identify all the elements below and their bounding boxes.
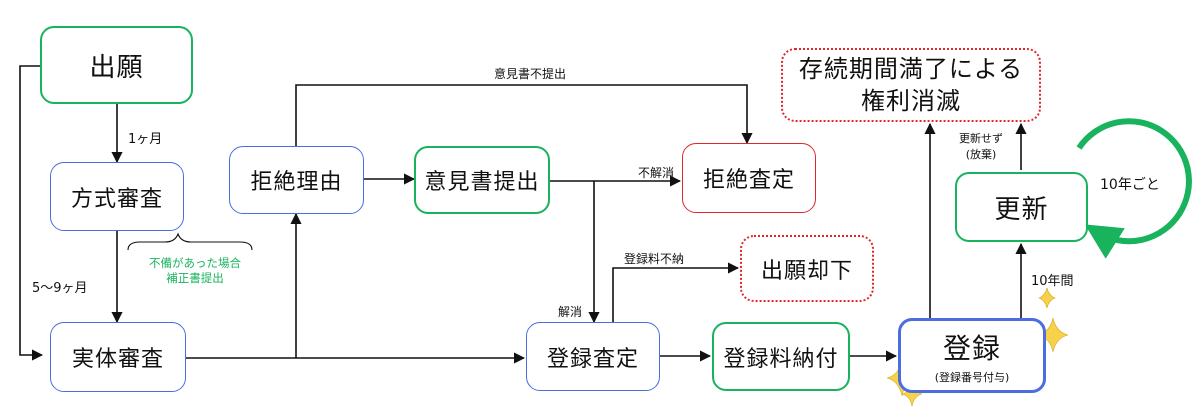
toroku-label: 登録 (942, 331, 1001, 365)
node-jittai-shinsa: 実体審査 (50, 322, 186, 392)
shometsu-line2: 権利消滅 (861, 87, 961, 115)
toroku-sublabel: (登録番号付与) (934, 370, 1010, 384)
koshin-sezu-line: 更新せず (959, 132, 1003, 145)
hosei-line1: 不備があった場合 (149, 256, 241, 270)
sparkle-icon (1038, 287, 1056, 309)
label-torokuryo-funo: 登録料不納 (624, 252, 685, 266)
hoki-line: (放棄) (965, 148, 997, 161)
arrow-loop-left (19, 65, 44, 361)
label-ikensho-futeishutsu: 意見書不提出 (494, 67, 567, 81)
hosei-line2: 補正書提出 (166, 271, 224, 285)
arrow-torokuryo-funo (612, 262, 740, 322)
label-junen-goto: 10年ごと (1100, 177, 1160, 193)
arrow-ikensho-futeishutsu (295, 84, 753, 146)
hosei-brace (127, 232, 253, 251)
node-toroku-satei: 登録査定 (526, 322, 660, 391)
label-ikkagetsu: 1ヶ月 (128, 132, 163, 147)
node-toroku: 登録 (登録番号付与) (898, 318, 1046, 393)
label-fukaisho: 不解消 (638, 166, 675, 180)
node-torokuryo-nofu: 登録料納付 (712, 322, 850, 391)
node-shutsugan-kyakka: 出願却下 (740, 235, 874, 302)
label-hosei: 不備があった場合 補正書提出 (133, 256, 257, 286)
node-kyozetsu-satei: 拒絶査定 (682, 143, 816, 213)
label-junen: 10年間 (1031, 274, 1074, 289)
node-houshiki-shinsa: 方式審査 (50, 162, 184, 231)
label-koshin-sezu: 更新せず (放棄) (950, 131, 1012, 163)
node-shutsugan: 出願 (40, 26, 193, 104)
cycle-arc (1076, 118, 1192, 259)
label-kaisho: 解消 (558, 305, 583, 319)
shometsu-line1: 存続期間満了による (798, 55, 1024, 83)
node-kyozetsu-riyu: 拒絶理由 (229, 146, 364, 214)
node-ikensho-teishutsu: 意見書提出 (414, 146, 550, 214)
label-go-kyu-kagetsu: 5〜9ヶ月 (32, 281, 88, 296)
node-shometsu: 存続期間満了による 権利消滅 (781, 48, 1041, 122)
node-koshin: 更新 (955, 172, 1088, 242)
